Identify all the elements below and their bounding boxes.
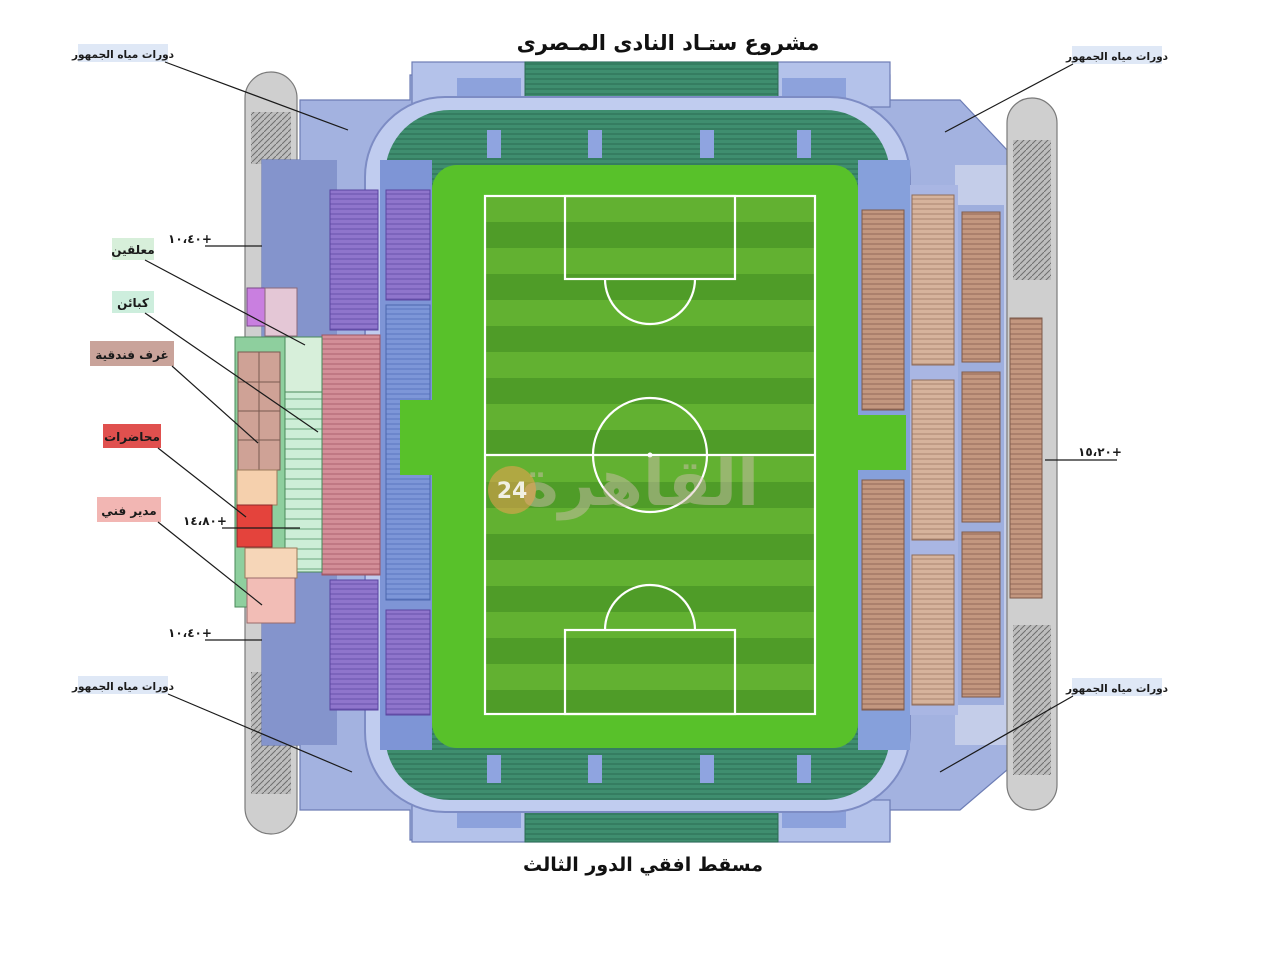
- right-tower-stairs-bottom: [1013, 625, 1051, 775]
- top-aisle-1: [487, 130, 501, 158]
- peach-room-lower: [244, 547, 298, 579]
- legend-director-leader: [157, 521, 263, 606]
- left-outer-red-seats: [321, 334, 381, 576]
- toilet-label-bottom-left: دورات مياه الجمهور: [71, 681, 175, 693]
- top-aisle-3: [700, 130, 714, 158]
- toilet-label-top-right: دورات مياه الجمهور: [1065, 51, 1169, 63]
- left-inner-purple-bottom: [385, 609, 431, 716]
- toilet-leader-bottom-left: [167, 693, 353, 773]
- center-spot: [647, 452, 653, 458]
- right-col2-seats-b: [911, 379, 955, 541]
- legend-lectures-label: محاضرات: [104, 430, 160, 444]
- toilet-label-bg-top-left: [78, 44, 168, 62]
- pink-room: [264, 287, 298, 337]
- bottom-penalty-arc: [603, 583, 697, 631]
- toilet-label-bg-bottom-left: [78, 676, 168, 694]
- left-outer-purple-top: [329, 189, 379, 331]
- bottom-aisle-3: [700, 755, 714, 783]
- peach-room: [236, 469, 278, 506]
- legend-cabins-label: كبائن: [117, 296, 149, 310]
- suspended-area: [284, 336, 323, 393]
- level-left-bottom: ١٠،٤٠+: [168, 626, 212, 640]
- left-tunnel: [400, 400, 440, 475]
- bottom-aisle-2: [588, 755, 602, 783]
- legend-hotel-bg: [90, 341, 174, 366]
- right-inner-seats-top: [861, 209, 905, 411]
- top-penalty-box: [563, 194, 737, 281]
- top-aisle-4: [797, 130, 811, 158]
- right-column-4-overlay: [1009, 317, 1043, 599]
- toilet-leader-top-left: [164, 61, 349, 131]
- legend-director-label: مدير فني: [101, 504, 156, 518]
- legend-cabins-bg: [112, 291, 154, 313]
- level-left-middle: ١٤،٨٠+: [183, 514, 227, 528]
- top-penalty-arc: [603, 278, 697, 326]
- legend-lectures-leader: [157, 447, 247, 518]
- right-tower-stairs-top: [1013, 140, 1051, 280]
- plan-subtitle: مسقط افقي الدور الثالث: [523, 854, 763, 876]
- center-circle: [591, 396, 709, 514]
- level-left-top: ١٠،٤٠+: [168, 232, 212, 246]
- level-right: ١٥،٢٠+: [1078, 445, 1122, 459]
- bottom-aisle-1: [487, 755, 501, 783]
- right-col3-seats-b: [961, 371, 1001, 523]
- left-tower-stairs-top: [251, 112, 291, 164]
- toilet-leader-bottom-right: [939, 695, 1074, 773]
- legend-suspended-label: معلقين: [111, 243, 154, 257]
- toilet-label-top-left: دورات مياه الجمهور: [71, 49, 175, 61]
- right-inner-seats-bottom: [861, 479, 905, 711]
- right-col3-seats-a: [961, 211, 1001, 363]
- legend-director-bg: [97, 497, 161, 522]
- legend-hotel-label: غرف فندقية: [95, 348, 169, 362]
- lecture-room: [236, 504, 273, 548]
- toilet-label-bg-top-right: [1072, 46, 1162, 64]
- right-tunnel: [850, 415, 906, 470]
- cabins-strip: [284, 391, 323, 573]
- right-col2-seats-a: [911, 194, 955, 366]
- page-title: مشروع ستـاد النادى المـصرى: [517, 31, 820, 55]
- technical-director-room: [246, 577, 296, 624]
- toilet-label-bg-bottom-right: [1072, 678, 1162, 696]
- left-outer-purple-bottom: [329, 579, 379, 711]
- watermark-text: القاهرة: [521, 447, 759, 521]
- purple-room: [246, 287, 266, 327]
- top-aisle-2: [588, 130, 602, 158]
- bottom-aisle-4: [797, 755, 811, 783]
- right-col3-seats-c: [961, 531, 1001, 698]
- legend-suspended-bg: [112, 238, 154, 260]
- legend-hotel-leader: [171, 365, 259, 444]
- watermark-logo: [488, 466, 536, 514]
- watermark-number: 24: [497, 479, 528, 504]
- toilet-label-bottom-right: دورات مياه الجمهور: [1065, 683, 1169, 695]
- left-inner-purple-top: [385, 189, 431, 301]
- legend-cabins-leader: [144, 312, 319, 433]
- bottom-penalty-box: [563, 628, 737, 716]
- toilet-leader-top-right: [944, 63, 1074, 133]
- right-col2-seats-c: [911, 554, 955, 706]
- legend-lectures-bg: [103, 424, 161, 448]
- legend-suspended-leader: [144, 259, 306, 346]
